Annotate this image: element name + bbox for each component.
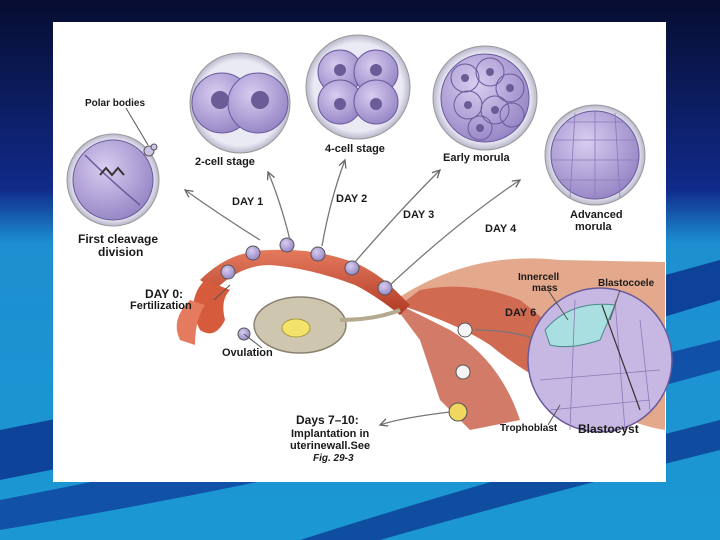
advanced-morula — [545, 105, 645, 205]
label-polar-bodies: Polar bodies — [85, 98, 145, 109]
label-day0: DAY 0: — [145, 287, 183, 301]
label-first-cleavage-division: division — [98, 245, 143, 259]
label-day1: DAY 1 — [232, 196, 263, 208]
label-uterine-wall: uterinewall.See — [290, 440, 370, 452]
ovary — [254, 297, 400, 353]
two-cell-stage — [190, 53, 290, 153]
label-fertilization: Fertilization — [130, 300, 192, 312]
label-implantation: Implantation in — [291, 428, 370, 440]
label-first-cleavage: First cleavage — [78, 232, 158, 246]
four-cell-stage — [306, 35, 410, 139]
label-early-morula: Early morula — [443, 152, 511, 164]
first-cleavage-cell — [67, 134, 159, 226]
label-ovulation: Ovulation — [222, 347, 273, 359]
label-figure-ref: Fig. 29-3 — [313, 453, 354, 464]
label-day4: DAY 4 — [485, 223, 517, 235]
label-inner-cell-mass-2: mass — [532, 283, 558, 294]
label-days7-10: Days 7–10: — [296, 413, 359, 427]
label-two-cell-stage: 2-cell stage — [195, 156, 255, 168]
early-morula — [433, 46, 537, 150]
label-advanced-morula: Advanced — [570, 209, 623, 221]
label-day3: DAY 3 — [403, 209, 434, 221]
label-blastocoele: Blastocoele — [598, 278, 655, 289]
label-advanced-morula-2: morula — [575, 221, 613, 233]
label-blastocyst: Blastocyst — [578, 422, 639, 436]
label-day2: DAY 2 — [336, 193, 367, 205]
label-four-cell-stage: 4-cell stage — [325, 143, 385, 155]
label-inner-cell-mass: Innercell — [518, 272, 559, 283]
label-trophoblast: Trophoblast — [500, 423, 558, 434]
blastocyst — [528, 288, 672, 432]
label-day6: DAY 6 — [505, 307, 536, 319]
